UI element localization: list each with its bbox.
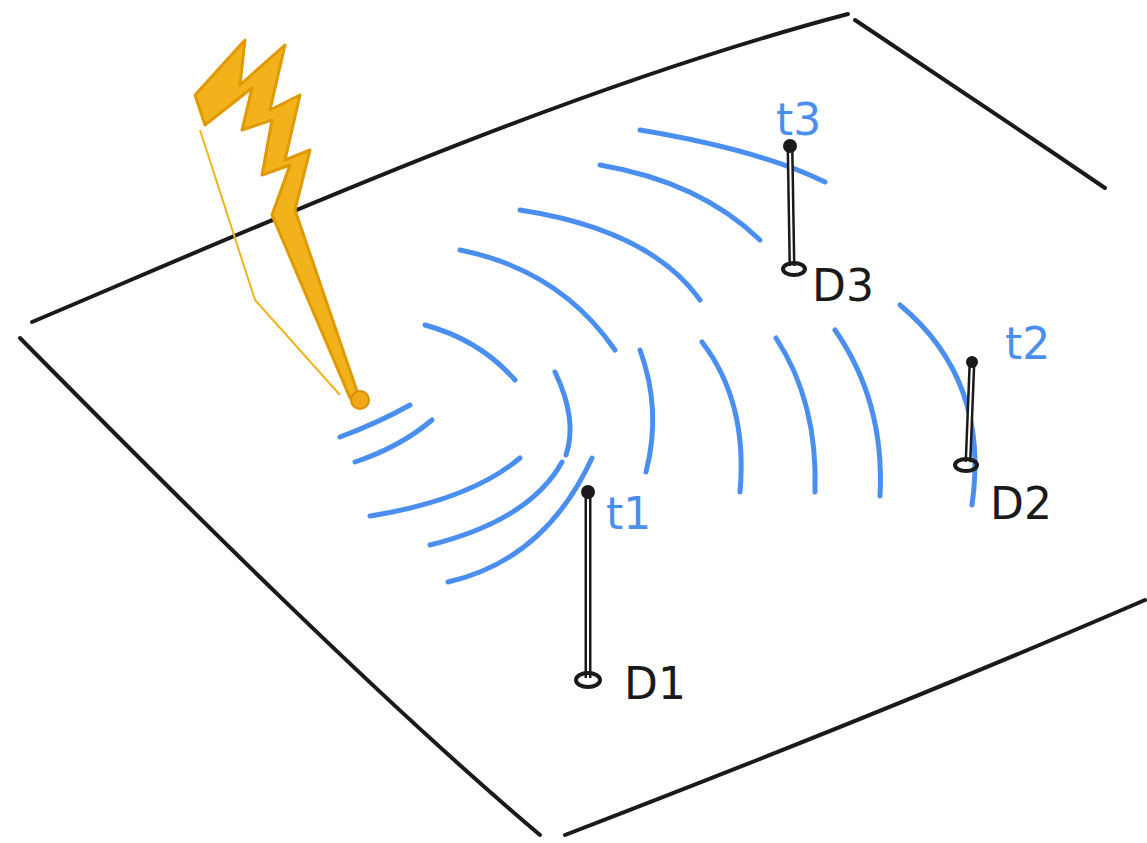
wave-arc	[555, 372, 570, 455]
detector-pole	[585, 492, 592, 678]
time-label: t1	[606, 492, 651, 536]
pole-base	[955, 459, 977, 471]
pole-base	[576, 673, 600, 687]
pole-base	[783, 263, 805, 275]
detector-label: D2	[990, 482, 1052, 526]
detector-label: D1	[624, 662, 686, 706]
detector-label: D3	[812, 264, 874, 308]
time-label: t2	[1005, 322, 1050, 366]
wave-arc	[835, 330, 880, 496]
pole-highlight	[968, 362, 972, 462]
wave-arc	[460, 250, 615, 350]
detectors	[576, 139, 978, 687]
pole-highlight	[790, 146, 792, 266]
wave-arc	[425, 325, 515, 380]
wave-arc	[448, 458, 592, 582]
detector-pole	[790, 146, 792, 266]
plane-edge	[20, 338, 540, 835]
ground-plane	[20, 14, 1145, 835]
pole-tip	[966, 356, 978, 368]
bolt-shape	[195, 40, 360, 400]
plane-edge	[565, 600, 1145, 835]
lightning-bolt	[195, 40, 369, 409]
pole-tip	[581, 485, 595, 499]
sound-waves	[340, 130, 975, 582]
wave-arc	[702, 342, 741, 492]
detector-pole	[968, 362, 972, 462]
plane-edge	[32, 14, 848, 322]
wave-arc	[600, 165, 760, 240]
wave-arc	[340, 405, 410, 437]
wave-arc	[776, 338, 815, 492]
wave-arc	[355, 420, 432, 462]
wave-arc	[370, 458, 520, 516]
bolt-glow	[200, 130, 340, 395]
time-label: t3	[776, 98, 821, 142]
wave-arc	[520, 210, 700, 300]
wave-arc	[640, 350, 653, 472]
plane-edge	[855, 20, 1105, 188]
strike-point	[351, 391, 369, 409]
wave-arc	[900, 305, 975, 505]
pole-highlight	[587, 492, 589, 678]
